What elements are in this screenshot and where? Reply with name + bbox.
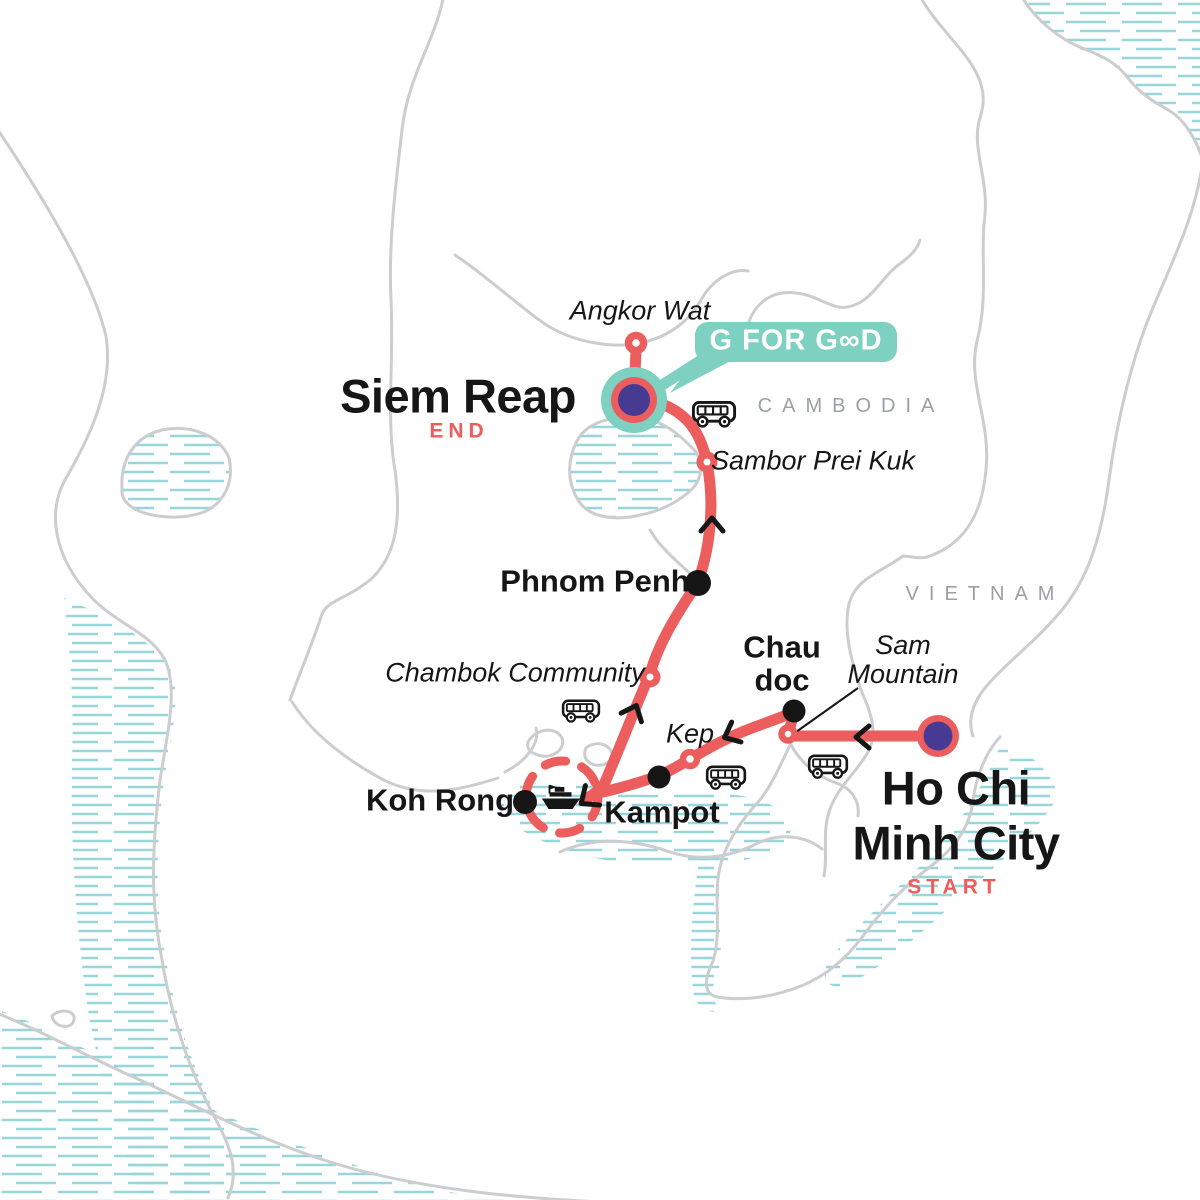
start-label: START bbox=[907, 875, 1001, 899]
kep-marker bbox=[679, 748, 701, 770]
vietnam-label: VIETNAM bbox=[905, 583, 1065, 606]
g-for-good-badge-label: G FOR G∞D bbox=[709, 324, 883, 357]
ho-chi-minh-city-label: Ho Chi Minh City bbox=[853, 761, 1060, 870]
phnom-penh-marker bbox=[685, 570, 711, 596]
badge-background bbox=[695, 322, 897, 362]
bus-icon bbox=[705, 765, 747, 791]
kampot-label: Kampot bbox=[604, 794, 720, 830]
bus-icon bbox=[807, 754, 849, 780]
koh-rong-marker bbox=[513, 790, 537, 814]
sam-mountain-line2: Mountain bbox=[847, 659, 959, 689]
siem-reap-label: Siem Reap bbox=[340, 369, 576, 423]
chau-doc-line2: doc bbox=[754, 663, 810, 698]
chambok-community-label: Chambok Community bbox=[385, 657, 645, 688]
sam-mountain-label: Sam Mountain bbox=[847, 629, 959, 689]
koh-rong-label: Koh Rong bbox=[365, 782, 515, 818]
arrow-up-right-icon bbox=[618, 702, 644, 725]
badge-tail bbox=[670, 358, 736, 393]
siem-reap-marker-core bbox=[618, 384, 650, 416]
chau-doc-marker bbox=[782, 699, 806, 723]
stop-markers bbox=[513, 331, 959, 814]
angkor-wat-marker bbox=[624, 331, 648, 355]
kampot-marker bbox=[647, 765, 671, 789]
bus-icon bbox=[691, 400, 737, 428]
arrow-to-ferry-icon bbox=[578, 783, 603, 808]
angkor-wat-label: Angkor Wat bbox=[569, 295, 711, 326]
sam-mountain-line1: Sam bbox=[875, 629, 931, 660]
bus-icon bbox=[561, 699, 601, 723]
hcmc-marker-core bbox=[923, 721, 953, 751]
sambor-prei-kuk-marker bbox=[696, 451, 718, 473]
sam-mountain-marker bbox=[778, 724, 798, 744]
cambodia-label: CAMBODIA bbox=[757, 395, 945, 418]
arrow-up-icon bbox=[698, 515, 726, 534]
phnom-penh-label: Phnom Penh bbox=[500, 563, 690, 599]
chau-doc-line1: Chau bbox=[743, 629, 821, 665]
sam-mountain-leader-line bbox=[795, 687, 859, 733]
direction-arrows bbox=[578, 515, 872, 808]
arrow-left-icon bbox=[853, 723, 872, 751]
chambok-marker bbox=[639, 666, 661, 688]
kep-label: Kep bbox=[665, 718, 715, 749]
sambor-prei-kuk-label: Sambor Prei Kuk bbox=[710, 445, 916, 476]
arrow-down-left-icon bbox=[722, 719, 744, 745]
chau-doc-label: Chau doc bbox=[743, 629, 821, 698]
hcmc-line1: Ho Chi bbox=[881, 761, 1031, 815]
hcmc-line2: Minh City bbox=[852, 816, 1060, 869]
end-label: END bbox=[429, 419, 489, 443]
